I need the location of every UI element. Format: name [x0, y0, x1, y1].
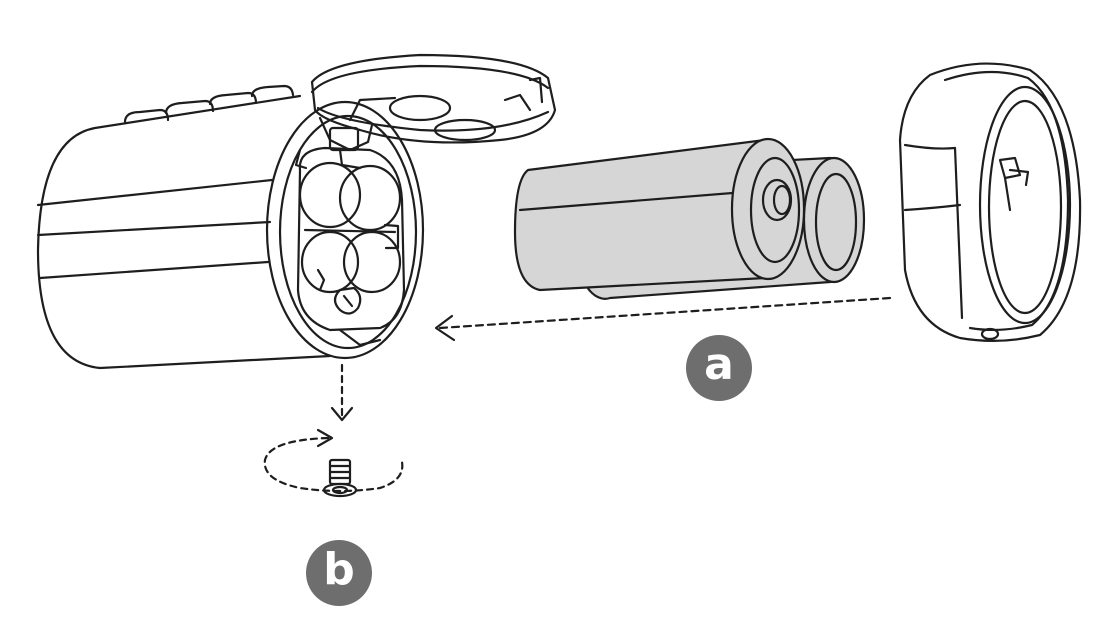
camera-front-rim: [265, 100, 425, 360]
battery-front: [513, 137, 806, 292]
camera-body: [36, 84, 425, 370]
step-a-badge: a: [686, 335, 752, 401]
camera-top-buttons: [123, 84, 295, 124]
rotate-arrow: [263, 428, 404, 493]
camera-seam-2: [36, 220, 272, 237]
arrow-insert: [434, 296, 892, 342]
end-cap: [898, 62, 1082, 342]
step-b-badge: b: [306, 540, 372, 606]
battery-compartment-cover: [310, 53, 557, 170]
battery-compartment: [294, 146, 406, 347]
step-b-label: b: [323, 544, 355, 595]
arrow-screw-down: [330, 363, 354, 422]
camera-seam-3: [38, 260, 270, 280]
camera-body-outline: [36, 94, 332, 370]
step-a-label: a: [704, 339, 734, 390]
camera-seam-1: [36, 178, 274, 207]
